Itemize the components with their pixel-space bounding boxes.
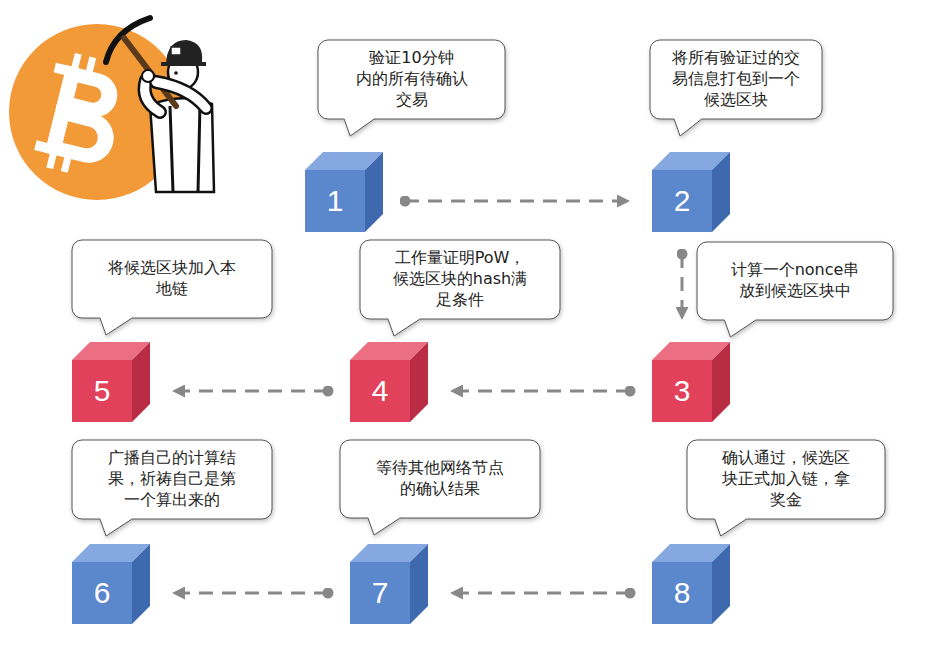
step-cube: 3 (652, 342, 730, 422)
step-cube: 6 (72, 544, 150, 624)
bubble-text: 将所有验证过的交 易信息打包到一个 候选区块 (662, 48, 810, 110)
helmet-brim (161, 62, 206, 66)
flow-arrow (450, 592, 630, 595)
symbol-hole (63, 121, 100, 150)
speech-bubble: 验证10分钟 内的所有待确认 交易 (318, 40, 505, 119)
cube-front (350, 360, 410, 422)
step-cube: 4 (350, 342, 428, 422)
step-number: 8 (652, 562, 712, 624)
cube-shape (305, 152, 383, 232)
step-cube: 5 (72, 342, 150, 422)
bubble-border (72, 240, 272, 335)
step-number: 4 (350, 360, 410, 422)
step-cube: 7 (350, 544, 428, 624)
cube-side (712, 342, 730, 422)
cube-side (712, 544, 730, 624)
miner-helmet (166, 40, 202, 64)
bubble-border (687, 440, 885, 536)
symbol-hole (74, 83, 103, 105)
bubble-border (360, 240, 560, 336)
step-number: 6 (72, 562, 132, 624)
cube-front (652, 562, 712, 624)
bubble-text: 将候选区块加入本 地链 (84, 258, 260, 300)
step-number: 5 (72, 360, 132, 422)
cube-side (410, 544, 428, 624)
bubble-text: 等待其他网络节点 的确认结果 (352, 458, 528, 500)
cube-side (132, 342, 150, 422)
cube-shape (652, 342, 730, 422)
bubble-text: 验证10分钟 内的所有待确认 交易 (330, 48, 493, 110)
speech-bubble: 将候选区块加入本 地链 (72, 240, 272, 318)
miner-strap (170, 106, 173, 192)
cube-shape (350, 342, 428, 422)
step-cube: 2 (652, 152, 730, 232)
bubble-text: 计算一个nonce串 放到候选区块中 (709, 260, 881, 302)
flow-arrow (172, 390, 328, 393)
bubble-border (650, 40, 822, 136)
bubble-text: 广播自己的计算结 果，祈祷自己是第 一个算出来的 (84, 448, 260, 510)
step-number: 7 (350, 562, 410, 624)
symbol-bump (45, 104, 119, 168)
cube-shape (350, 544, 428, 624)
miner-figure (106, 18, 214, 192)
cube-shape (652, 544, 730, 624)
step-number: 1 (305, 170, 365, 232)
speech-bubble: 将所有验证过的交 易信息打包到一个 候选区块 (650, 40, 822, 119)
step-number: 2 (652, 170, 712, 232)
step-cube: 1 (305, 152, 383, 232)
cube-front (350, 562, 410, 624)
miner-strap (198, 104, 200, 192)
speech-bubble: 广播自己的计算结 果，祈祷自己是第 一个算出来的 (72, 440, 272, 519)
bubble-text: 工作量证明PoW， 候选区块的hash满 足条件 (372, 248, 548, 310)
bubble-border (340, 440, 540, 535)
cube-side (132, 544, 150, 624)
bubble-border (697, 242, 893, 337)
cube-shape (72, 544, 150, 624)
step-cube: 8 (652, 544, 730, 624)
miner-hand (142, 70, 154, 82)
miner-eye (174, 71, 178, 75)
cube-side (410, 342, 428, 422)
bubble-text: 确认通过，候选区 块正式加入链，拿 奖金 (699, 448, 873, 510)
bitcoin-symbol (31, 49, 132, 182)
cube-side (365, 152, 383, 232)
cube-front (652, 360, 712, 422)
cube-front (72, 360, 132, 422)
cube-front (72, 562, 132, 624)
cube-shape (652, 152, 730, 232)
miner-arm (156, 82, 206, 108)
miner-arm (156, 82, 206, 108)
speech-bubble: 确认通过，候选区 块正式加入链，拿 奖金 (687, 440, 885, 519)
speech-bubble: 计算一个nonce串 放到候选区块中 (697, 242, 893, 320)
flow-arrow (172, 592, 328, 595)
speech-bubble: 工作量证明PoW， 候选区块的hash满 足条件 (360, 240, 560, 319)
cube-side (712, 152, 730, 232)
cube-front (305, 170, 365, 232)
flow-arrow (405, 200, 630, 203)
helmet-lamp (171, 47, 181, 55)
cube-shape (72, 342, 150, 422)
flow-arrow (450, 390, 630, 393)
step-number: 3 (652, 360, 712, 422)
speech-bubble: 等待其他网络节点 的确认结果 (340, 440, 540, 518)
bubble-border (318, 40, 505, 136)
cube-front (652, 170, 712, 232)
bubble-border (72, 440, 272, 536)
flow-arrow (681, 254, 684, 320)
